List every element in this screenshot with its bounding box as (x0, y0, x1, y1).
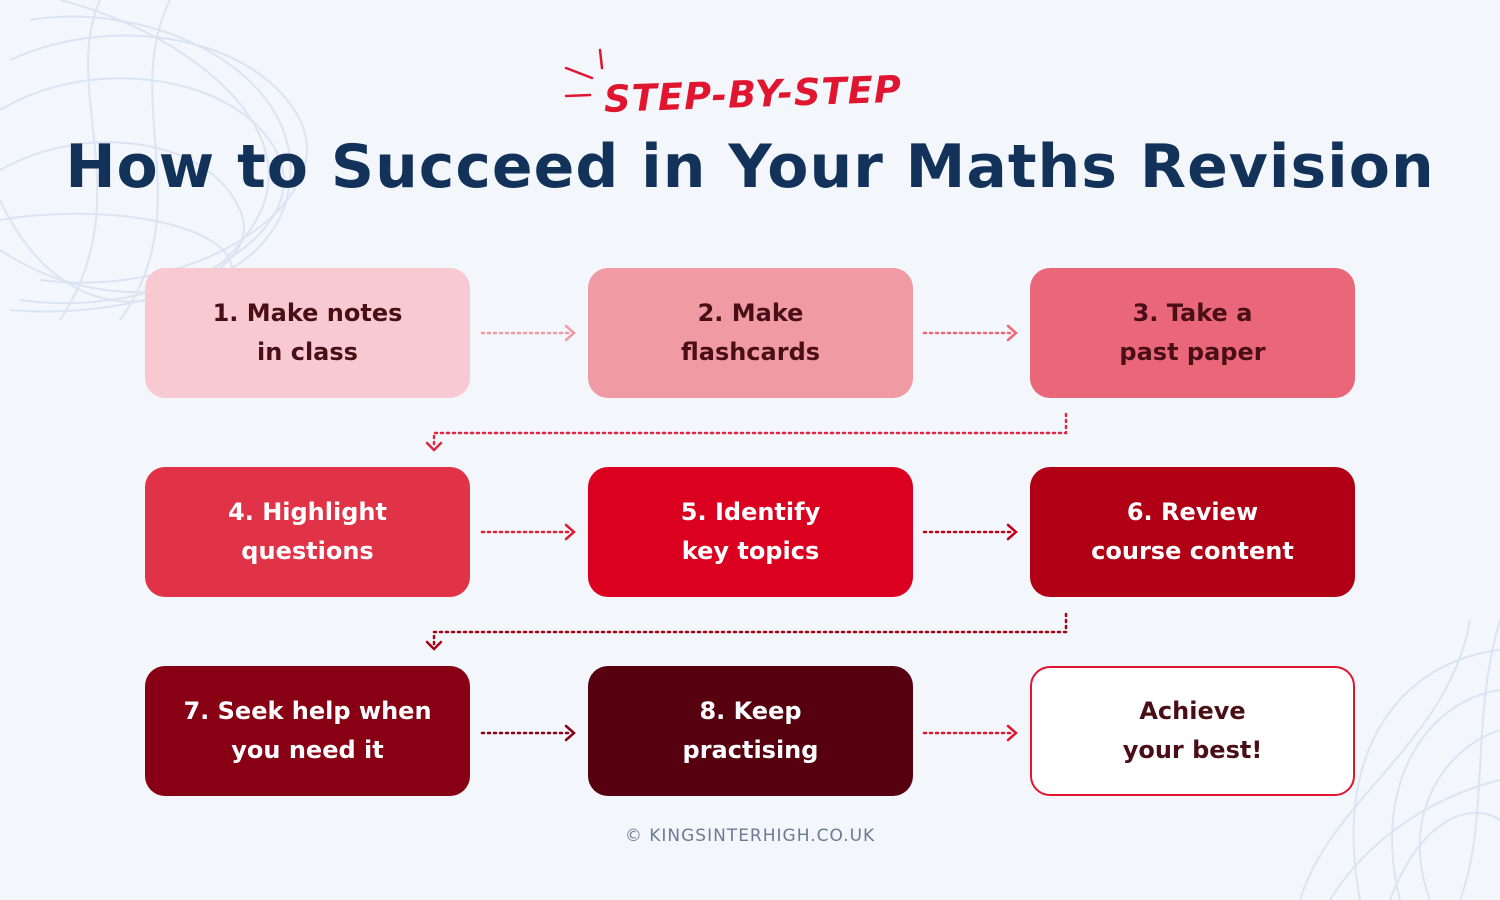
step-2: 2. Make flashcards (588, 268, 913, 398)
footer-copyright: © KINGSINTERHIGH.CO.UK (624, 826, 876, 846)
arrow-right-icon (480, 324, 576, 342)
arrow-right-icon (922, 724, 1018, 742)
step-4: 4. Highlight questions (145, 467, 470, 597)
step-2-label: 2. Make flashcards (680, 299, 821, 366)
arrow-down-left-icon (425, 412, 1068, 452)
step-1: 1. Make notes in class (145, 268, 470, 398)
arrow-right-icon (480, 523, 576, 541)
goal-box: Achieve your best! (1030, 666, 1355, 796)
arrow-right-icon (922, 523, 1018, 541)
step-1-label: 1. Make notes in class (212, 299, 403, 366)
step-8: 8. Keep practising (588, 666, 913, 796)
page-title: How to Succeed in Your Maths Revision (65, 132, 1435, 202)
step-6: 6. Review course content (1030, 467, 1355, 597)
arrow-down-left-icon (425, 612, 1068, 651)
goal-label: Achieve your best! (1122, 697, 1263, 764)
arrow-right-icon (480, 724, 576, 742)
step-7: 7. Seek help when you need it (145, 666, 470, 796)
step-3: 3. Take a past paper (1030, 268, 1355, 398)
step-5-label: 5. Identify key topics (680, 498, 821, 565)
step-8-label: 8. Keep practising (682, 697, 819, 764)
arrow-right-icon (922, 324, 1018, 342)
step-4-label: 4. Highlight questions (228, 498, 387, 565)
step-5: 5. Identify key topics (588, 467, 913, 597)
step-6-label: 6. Review course content (1091, 498, 1294, 565)
step-3-label: 3. Take a past paper (1119, 299, 1266, 366)
tagline: STEP-BY-STEP (603, 67, 903, 121)
step-7-label: 7. Seek help when you need it (183, 697, 432, 764)
